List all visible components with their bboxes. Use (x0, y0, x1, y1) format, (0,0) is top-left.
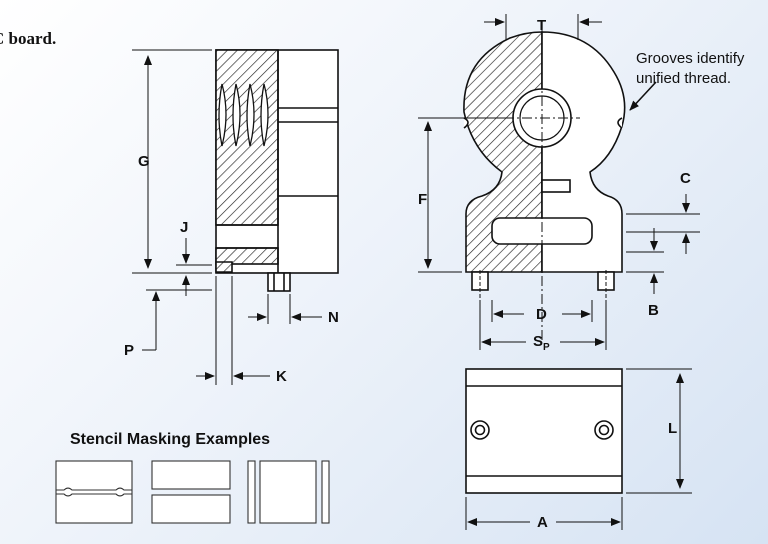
stencil-title: Stencil Masking Examples (70, 431, 270, 448)
dim-label-b: B (648, 302, 659, 319)
dim-label-g: G (138, 153, 150, 170)
dim-label-k: K (276, 368, 287, 385)
bottom-view (465, 368, 623, 494)
dim-label-a: A (537, 514, 548, 531)
dim-label-j: J (180, 219, 188, 236)
dim-label-s: SP (533, 333, 550, 353)
caption-fragment: C board. (0, 29, 56, 48)
dim-label-l: L (668, 420, 677, 437)
callout-line-1: Grooves identify (636, 50, 745, 67)
stencil-example-3-left-strip (247, 460, 256, 524)
dim-label-t: T (537, 17, 546, 34)
stencil-example-3-body (259, 460, 317, 524)
stencil-example-2-top (151, 460, 231, 490)
stencil-example-3-right-strip (321, 460, 330, 524)
stencil-example-2-bottom (151, 494, 231, 524)
bottom-dimension-lines (465, 368, 692, 530)
front-dimension-lines (418, 14, 700, 350)
callout-line-2: unified thread. (636, 70, 731, 87)
dim-label-p: P (124, 342, 134, 359)
side-view (215, 49, 339, 292)
dim-label-n: N (328, 309, 339, 326)
side-dimension-lines (132, 49, 322, 385)
front-view (463, 31, 626, 291)
stencil-example-1 (55, 460, 133, 524)
stencil-examples (55, 460, 330, 524)
dim-label-d: D (536, 306, 547, 323)
dim-label-f: F (418, 191, 427, 208)
front-centerlines (479, 24, 607, 340)
dim-label-c: C (680, 170, 691, 187)
